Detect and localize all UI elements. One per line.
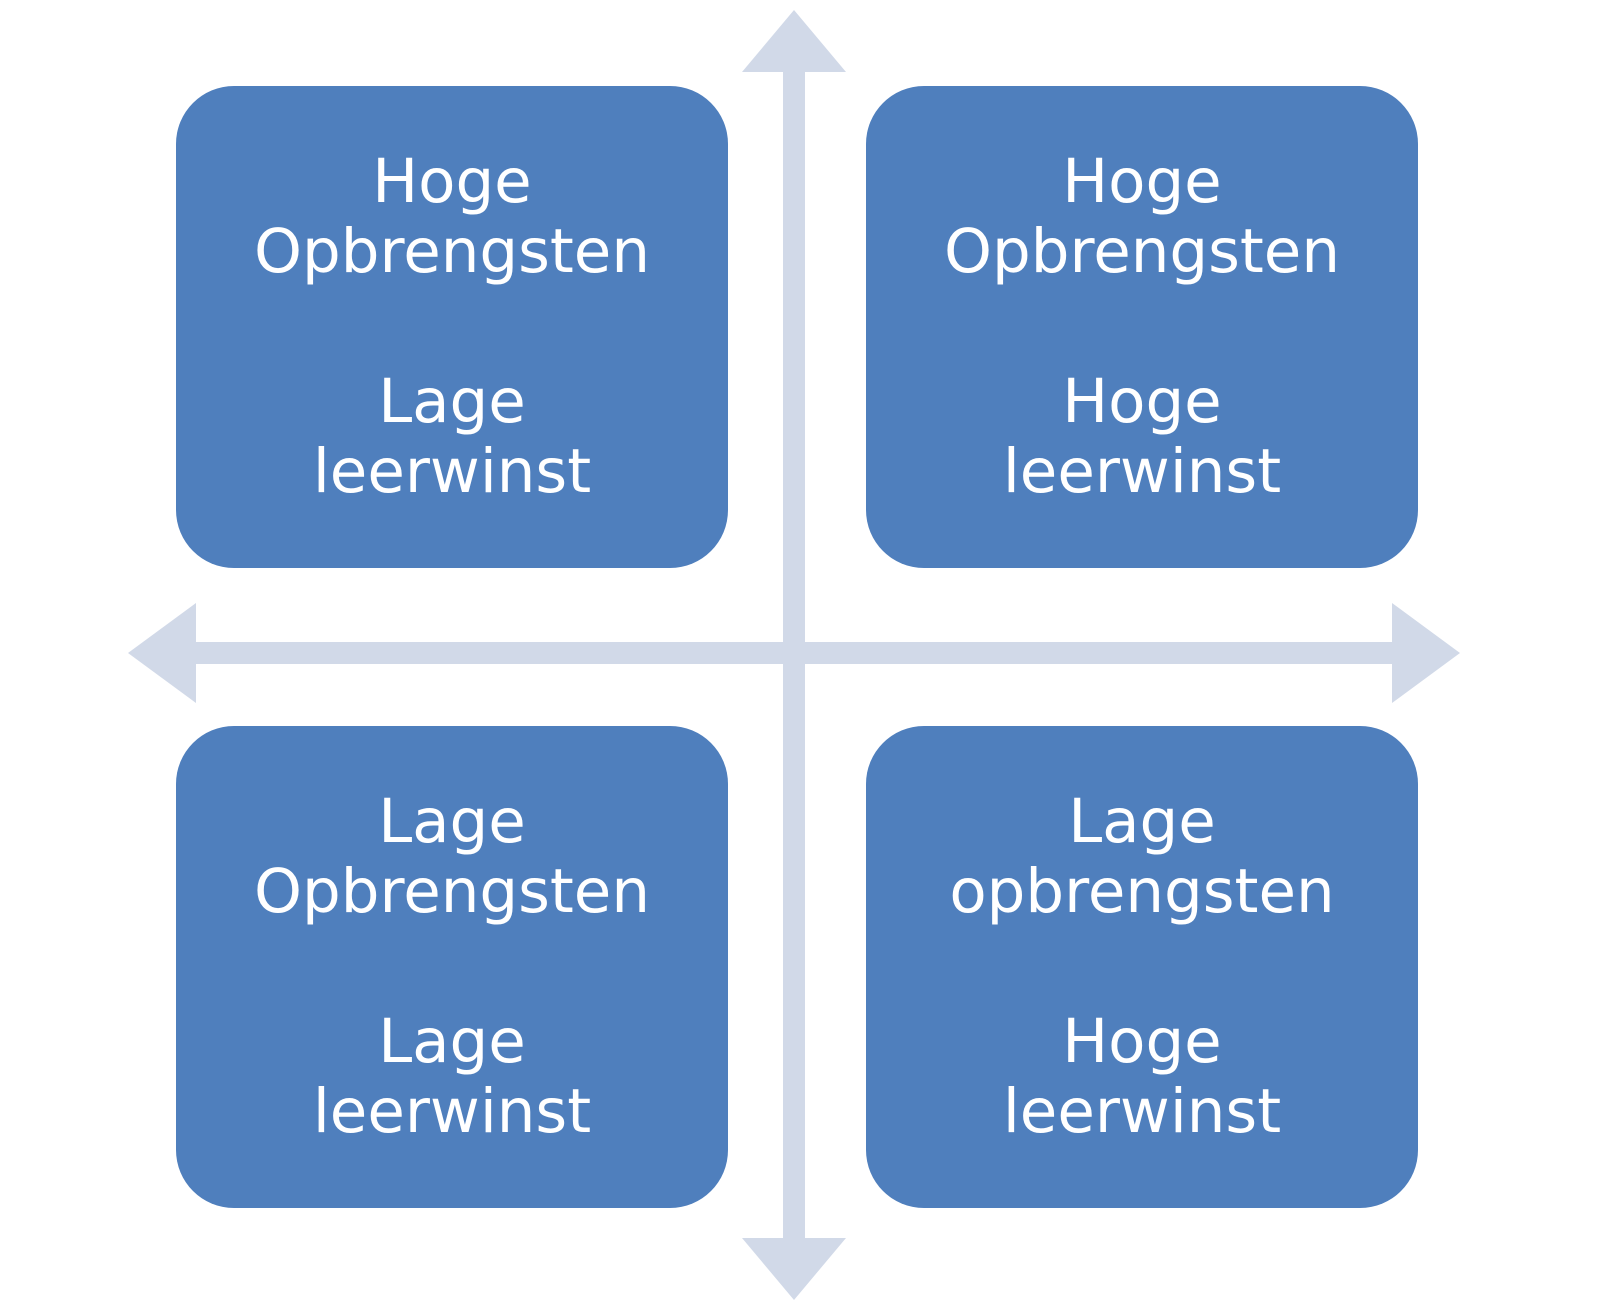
quadrant-label-line: Hoge bbox=[1062, 1006, 1222, 1077]
quadrant-label-line: Lage bbox=[378, 786, 526, 857]
quadrant-label-line: Hoge bbox=[1062, 366, 1222, 437]
quadrant-label-line: Lage bbox=[378, 366, 526, 437]
quadrant-label-line: Lage bbox=[1068, 786, 1216, 857]
quadrant-label-line: Hoge bbox=[1062, 146, 1222, 217]
horizontal-axis bbox=[128, 603, 1460, 703]
quadrant-high-results-low-gain: Hoge Opbrengsten Lage leerwinst bbox=[176, 86, 728, 568]
quadrant-high-results-high-gain: Hoge Opbrengsten Hoge leerwinst bbox=[866, 86, 1418, 568]
quadrant-label-line: Lage bbox=[378, 1006, 526, 1077]
down-arrow-icon bbox=[742, 1238, 846, 1300]
horizontal-axis-line bbox=[190, 642, 1410, 664]
quadrant-label-line: opbrengsten bbox=[949, 856, 1335, 927]
quadrant-label-line: leerwinst bbox=[312, 436, 592, 507]
quadrant-low-results-high-gain: Lage opbrengsten Hoge leerwinst bbox=[866, 726, 1418, 1208]
quadrant-label-line: Opbrengsten bbox=[944, 216, 1340, 287]
quadrant-label-line: Hoge bbox=[372, 146, 532, 217]
quadrant-label-line: leerwinst bbox=[1002, 1076, 1282, 1147]
quadrant-low-results-low-gain: Lage Opbrengsten Lage leerwinst bbox=[176, 726, 728, 1208]
quadrant-label-line: Opbrengsten bbox=[254, 856, 650, 927]
quadrant-label-line: leerwinst bbox=[1002, 436, 1282, 507]
left-arrow-icon bbox=[128, 603, 196, 703]
up-arrow-icon bbox=[742, 10, 846, 72]
quadrant-label-line: leerwinst bbox=[312, 1076, 592, 1147]
quadrant-label-line: Opbrengsten bbox=[254, 216, 650, 287]
right-arrow-icon bbox=[1392, 603, 1460, 703]
